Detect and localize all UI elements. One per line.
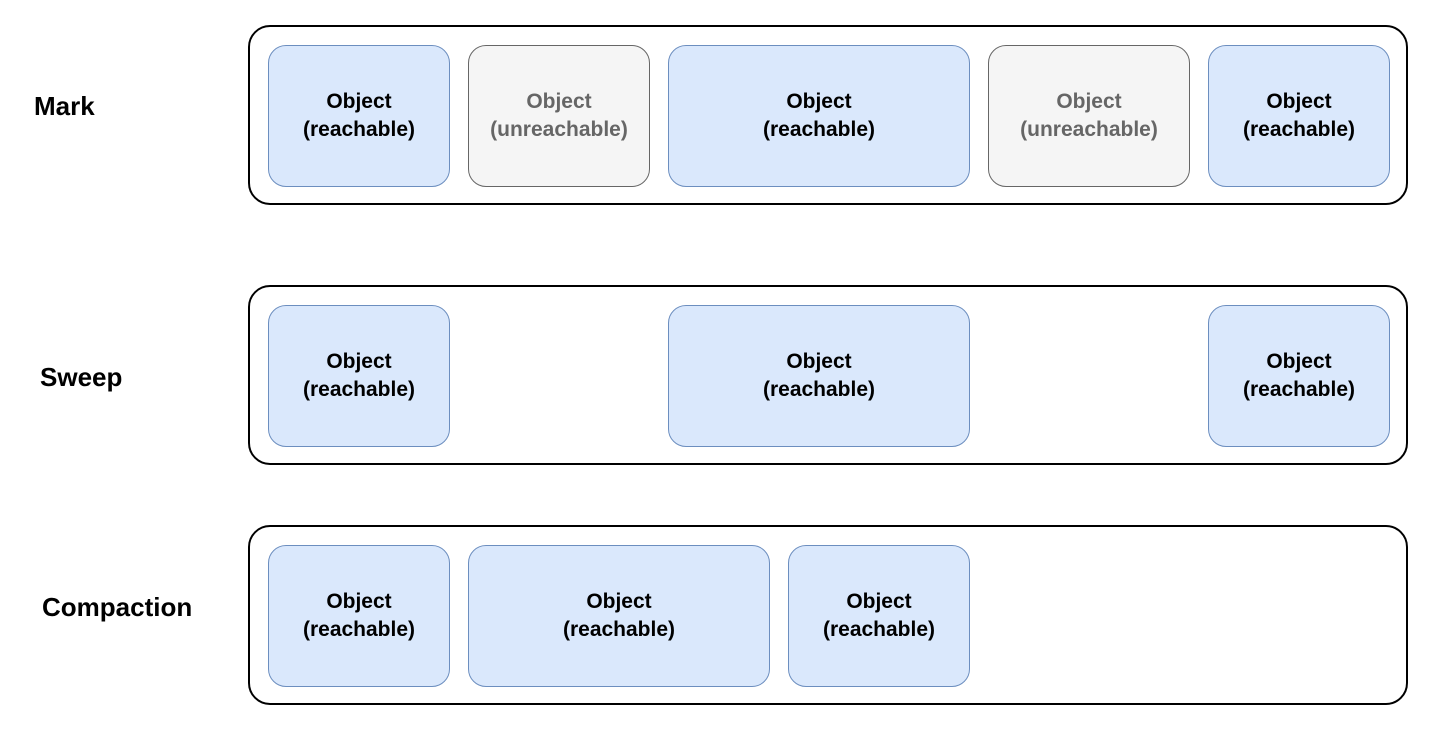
object-title: Object: [1056, 90, 1122, 113]
object-state: (reachable): [302, 618, 416, 641]
object-state: (reachable): [762, 118, 876, 141]
object-state: (reachable): [1242, 378, 1356, 401]
object-state: (reachable): [302, 378, 416, 401]
object-state: (reachable): [562, 618, 676, 641]
object-state: (unreachable): [1020, 118, 1158, 141]
object-box-reachable: Object (reachable): [268, 545, 450, 687]
object-box-reachable: Object (reachable): [1208, 45, 1390, 187]
object-title: Object: [326, 590, 392, 613]
object-state: (reachable): [762, 378, 876, 401]
phase-label-sweep: Sweep: [40, 362, 123, 392]
object-title: Object: [786, 90, 852, 113]
object-title: Object: [1266, 350, 1332, 373]
object-title: Object: [526, 90, 592, 113]
object-title: Object: [846, 590, 912, 613]
object-box-reachable: Object (reachable): [268, 305, 450, 447]
object-title: Object: [786, 350, 852, 373]
object-state: (reachable): [1242, 118, 1356, 141]
object-box-unreachable: Object (unreachable): [988, 45, 1190, 187]
phase-label-mark: Mark: [34, 91, 95, 121]
object-state: (reachable): [302, 118, 416, 141]
object-state: (reachable): [822, 618, 936, 641]
object-title: Object: [586, 590, 652, 613]
object-box-unreachable: Object (unreachable): [468, 45, 650, 187]
heap-row-compaction: Object (reachable) Object (reachable) Ob…: [248, 525, 1408, 705]
object-title: Object: [326, 350, 392, 373]
heap-row-mark: Object (reachable) Object (unreachable) …: [248, 25, 1408, 205]
object-title: Object: [326, 90, 392, 113]
heap-row-sweep: Object (reachable) Object (reachable) Ob…: [248, 285, 1408, 465]
object-box-reachable: Object (reachable): [668, 45, 970, 187]
object-title: Object: [1266, 90, 1332, 113]
object-state: (unreachable): [490, 118, 628, 141]
phase-label-compaction: Compaction: [42, 592, 193, 622]
object-box-reachable: Object (reachable): [668, 305, 970, 447]
object-box-reachable: Object (reachable): [468, 545, 770, 687]
object-box-reachable: Object (reachable): [788, 545, 970, 687]
object-box-reachable: Object (reachable): [268, 45, 450, 187]
object-box-reachable: Object (reachable): [1208, 305, 1390, 447]
